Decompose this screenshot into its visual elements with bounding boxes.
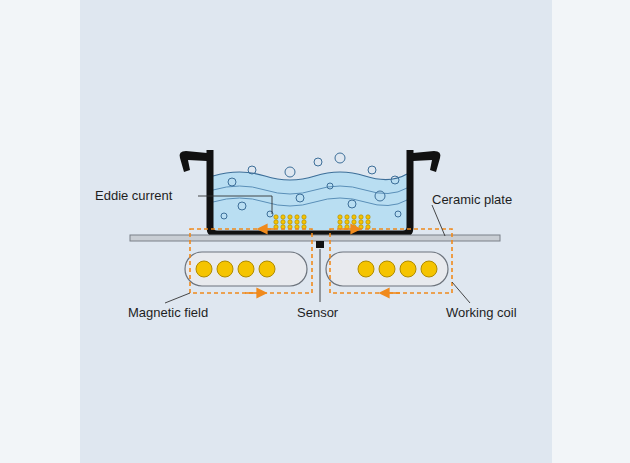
dot [359,220,363,224]
working-coil [326,252,448,286]
working-coil [185,252,307,286]
sensor [316,241,324,248]
dot [421,261,437,277]
callout-label: Sensor [297,305,338,321]
dot [238,202,246,210]
dot [391,176,399,184]
dot [400,261,416,277]
water-surface [213,172,407,180]
dot [221,213,227,219]
dot [228,178,236,186]
dot [302,220,306,224]
dot [281,215,285,219]
dot [314,158,322,166]
leader-lines [165,196,470,303]
dot [288,220,292,224]
dot [345,215,349,219]
callout-label: Eddie current [95,188,172,204]
callout-label: Working coil [446,305,517,321]
dot [217,261,233,277]
dot [338,215,342,219]
dot [366,220,370,224]
dot [338,220,342,224]
dot [295,220,299,224]
dot [352,215,356,219]
dot [327,183,333,189]
field-arrows [245,229,400,293]
dot [295,215,299,219]
dot [238,261,254,277]
water [213,172,407,230]
dot [274,220,278,224]
dot [348,200,356,208]
dot [248,166,256,174]
callout-label: Magnetic field [128,305,208,321]
dot [395,211,401,217]
dot [259,261,275,277]
eddy-current-dots [274,215,370,229]
dot [335,153,345,163]
dot [274,215,278,219]
dot [358,261,374,277]
dot [359,215,363,219]
dot [302,215,306,219]
dot [288,215,292,219]
water-wave [213,186,407,194]
dot [296,194,304,202]
pot-handle [180,151,207,172]
magnetic-field [190,229,452,293]
dot [368,166,376,174]
dot [196,261,212,277]
bubbles [221,153,401,219]
dot [345,220,349,224]
dot [375,191,385,201]
panel-ground [80,0,552,463]
coil-windings [196,261,437,277]
pot [210,150,410,234]
pot-handle [413,151,440,172]
dot [352,220,356,224]
dot [281,220,285,224]
dot [366,215,370,219]
dot [285,167,295,177]
dot [379,261,395,277]
callout-label: Ceramic plate [432,192,512,208]
